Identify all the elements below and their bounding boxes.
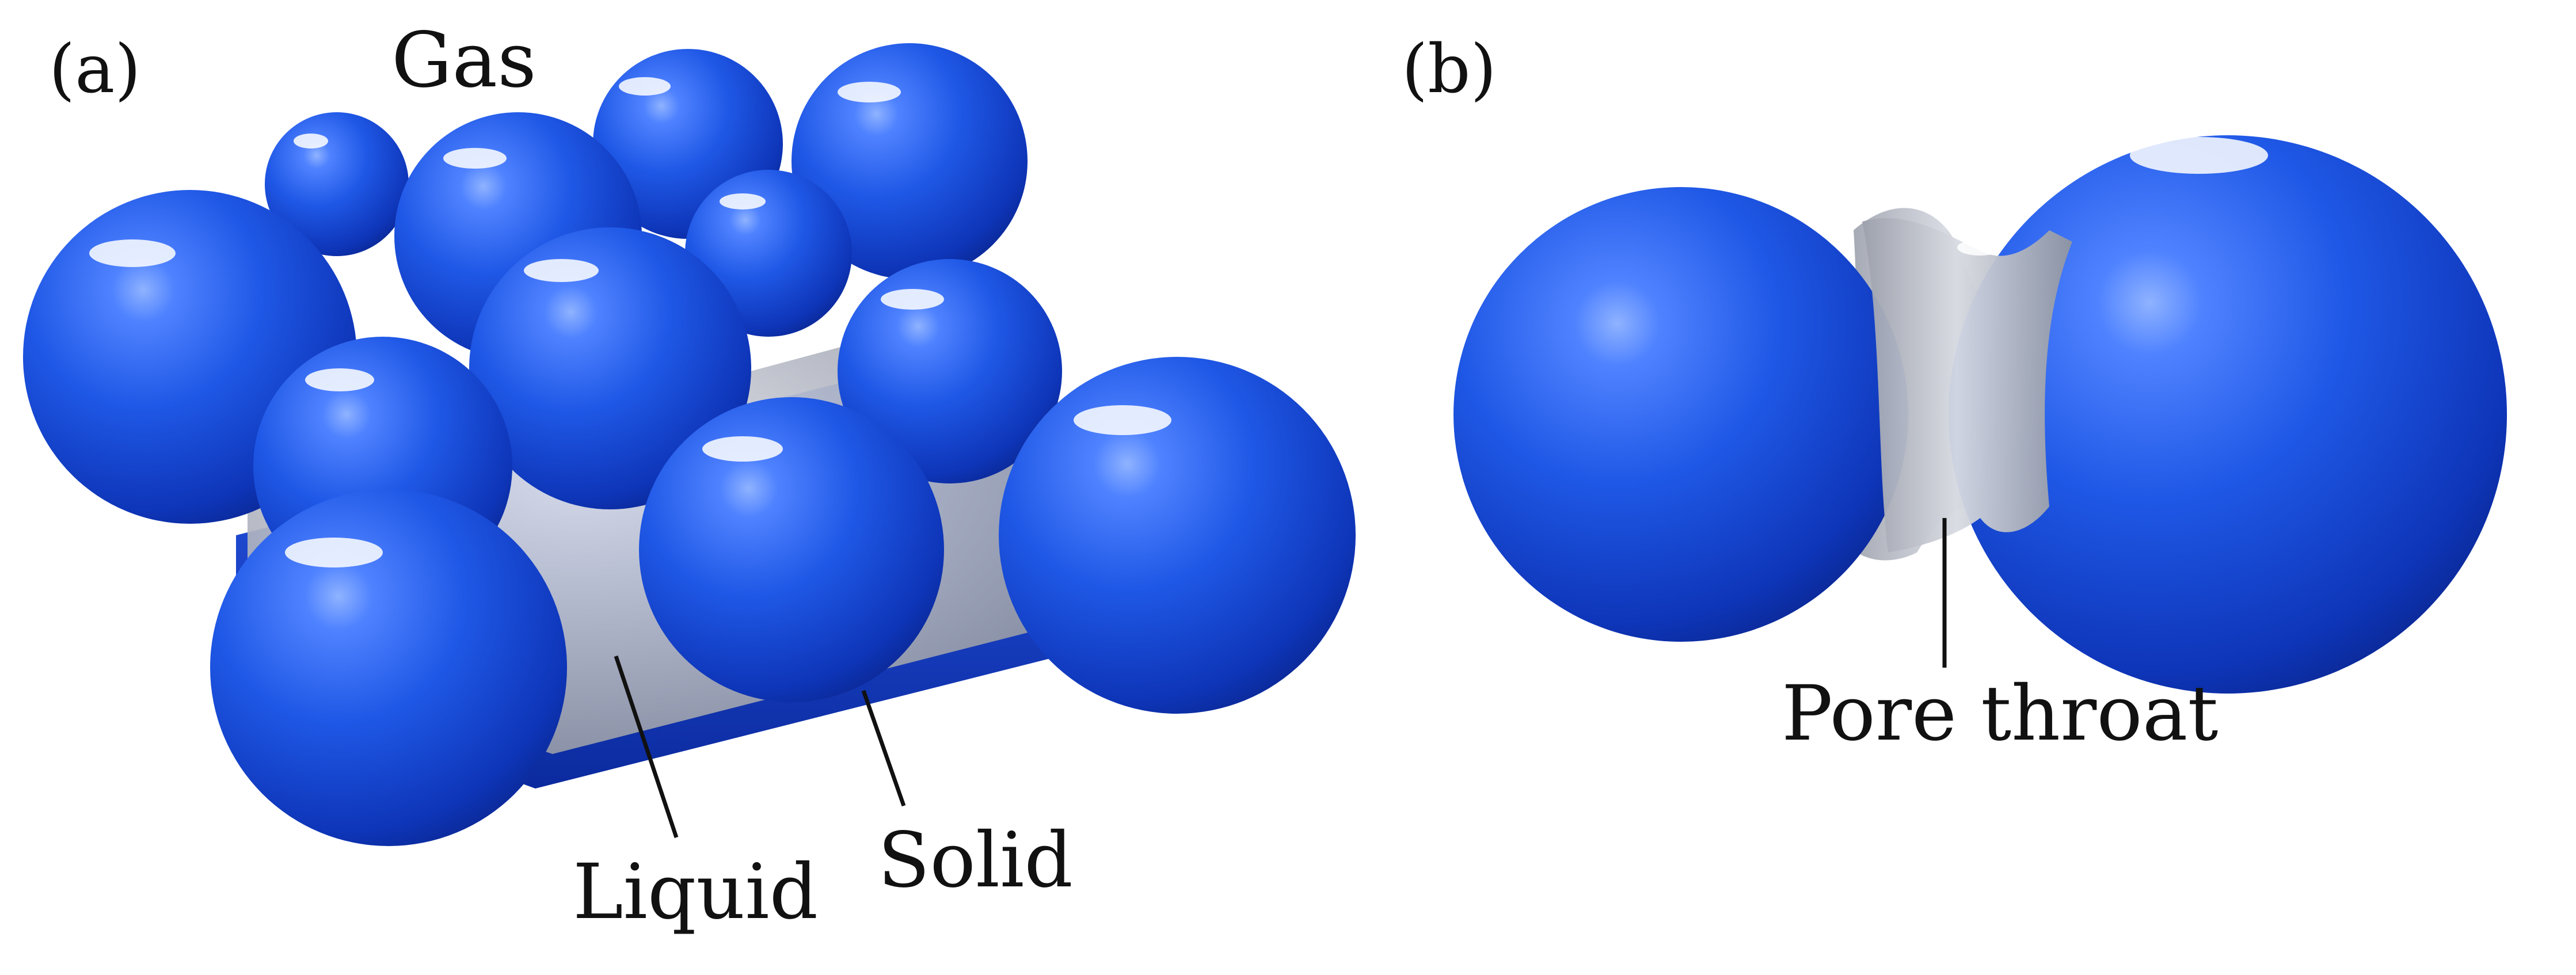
sphere <box>210 489 567 846</box>
panel-b-label: (b) <box>1402 31 1497 108</box>
sphere <box>999 357 1356 714</box>
highlights-b <box>1603 137 2268 256</box>
solid-label: Solid <box>878 816 1073 905</box>
liquid-label: Liquid <box>573 848 818 936</box>
panel-b: (b) Pore throat <box>1402 31 2507 758</box>
sphere <box>469 227 751 509</box>
highlights <box>89 77 1171 568</box>
panel-a-label: (a) <box>49 31 141 108</box>
gas-label: Gas <box>391 16 536 105</box>
sphere <box>639 397 944 702</box>
pore-throat-label: Pore throat <box>1782 669 2218 758</box>
solid-leader <box>861 690 906 807</box>
left-sphere <box>1453 187 1908 642</box>
sphere <box>265 112 409 256</box>
sphere <box>792 43 1028 279</box>
panel-a: (a) Gas Liquid Solid <box>23 16 1356 936</box>
pore-throat-meniscus <box>1862 218 2072 553</box>
liquid-leader <box>614 655 679 839</box>
sphere <box>838 259 1062 483</box>
right-sphere <box>1949 135 2507 694</box>
